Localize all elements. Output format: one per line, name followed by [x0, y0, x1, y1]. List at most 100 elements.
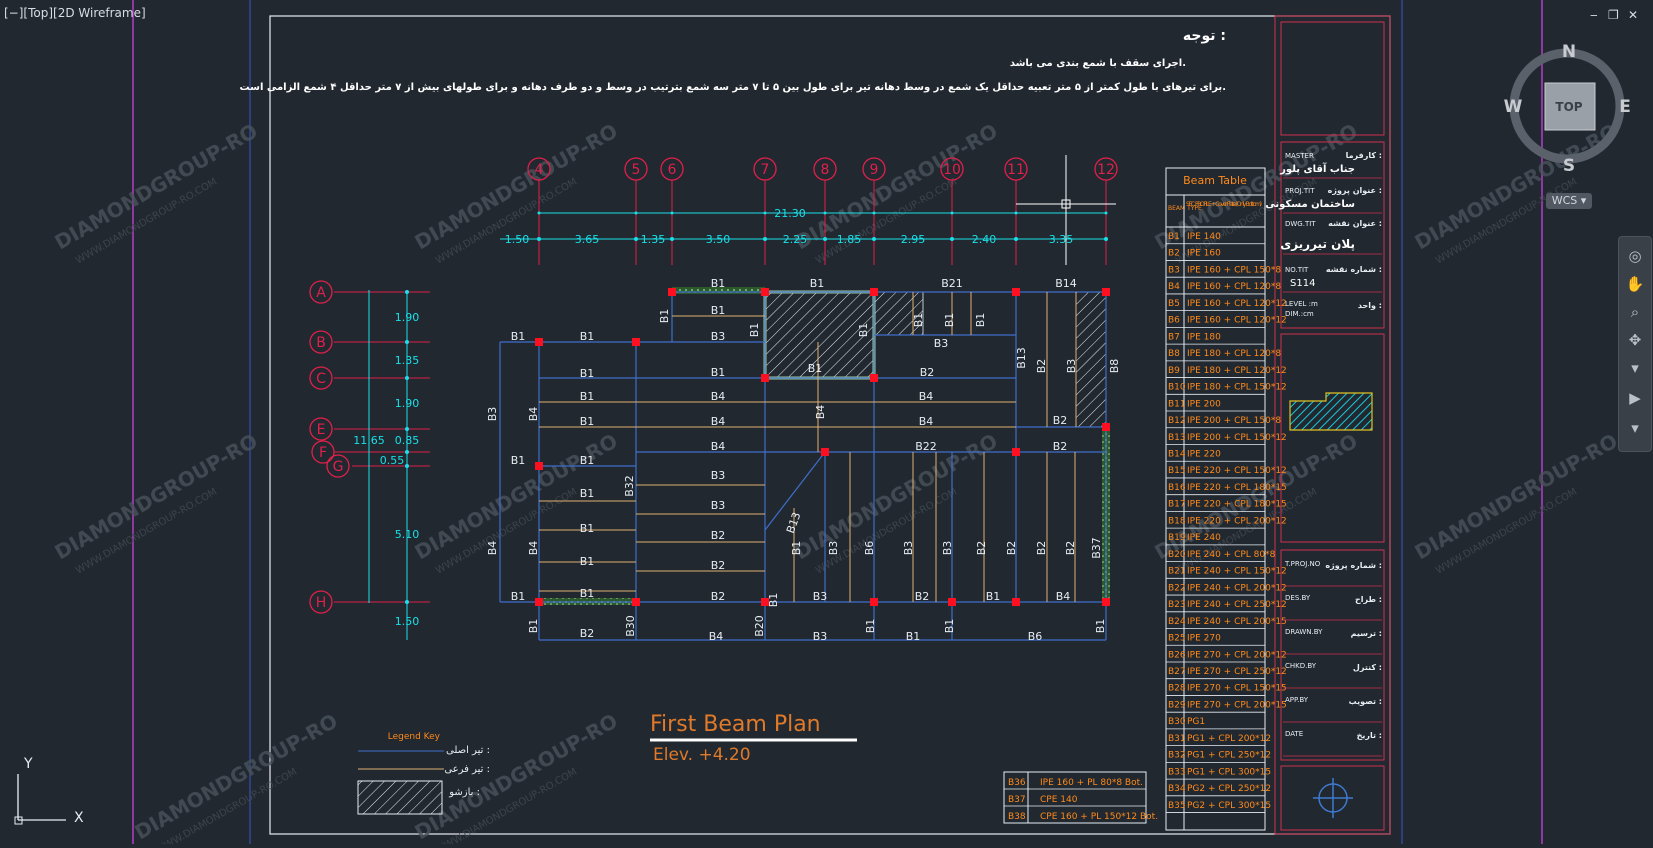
viewcube-north: N [1562, 42, 1576, 62]
beam-table-row-sec: IPE 160 + CPL 120*12 [1187, 299, 1287, 309]
main-beam [764, 451, 826, 531]
beam-label-b4: B4 [711, 415, 726, 428]
beam-table-row-sec: IPE 200 + CPL 150*8 [1187, 416, 1281, 426]
beam-label-b3: B3 [486, 407, 499, 422]
wcs-dropdown[interactable]: WCS ▾ [1546, 193, 1592, 209]
showmotion-icon[interactable]: ▶ [1629, 389, 1641, 407]
beam-label-b1: B1 [810, 277, 825, 290]
column-marker [1012, 288, 1020, 296]
beam-label-b1: B1 [912, 313, 925, 328]
viewcube-top-face[interactable] [1544, 82, 1596, 131]
dim-tick [763, 237, 767, 241]
beam-table-row-type: B34 [1168, 784, 1186, 794]
h-dim-text: 3.50 [706, 233, 731, 246]
extra-table-type: B38 [1008, 812, 1026, 822]
viewport-controls-label[interactable]: [−][Top][2D Wireframe] [4, 6, 146, 20]
sheet-field-label-fa: عنوان پروژه : [1328, 186, 1382, 195]
pan-icon[interactable]: ✋ [1625, 275, 1645, 293]
beam-table-row-sec: IPE 220 + CPL 180*15 [1187, 483, 1287, 493]
dim-tick [537, 237, 541, 241]
beam-label-b1: B1 [580, 522, 595, 535]
column-marker [1012, 598, 1020, 606]
beam-table-row-sec: IPE 160 + CPL 120*12 [1187, 316, 1287, 326]
axis-label-G: G [333, 459, 344, 475]
beam-table-row-type: B25 [1168, 634, 1186, 644]
beam-table-row-type: B2 [1168, 249, 1180, 259]
beam-table-row-type: B33 [1168, 767, 1186, 777]
beam-table-row-sec: IPE 180 + CPL 150*12 [1187, 383, 1287, 393]
dim-tick [670, 237, 674, 241]
navbar-more-icon[interactable]: ▾ [1631, 359, 1639, 377]
beam-label-b3: B3 [813, 590, 828, 603]
title-block-north-box [1280, 765, 1385, 831]
column-marker [761, 598, 769, 606]
dim-tick [670, 211, 674, 215]
sheet-field-value: S114 [1290, 278, 1315, 289]
beam-label-b1: B1 [808, 362, 823, 375]
legend-secondary-beam: تیر فرعی : [444, 764, 490, 775]
beam-label-b3: B3 [827, 541, 840, 556]
sheet-field-label: PROJ.TIT [1285, 187, 1315, 195]
restore-icon[interactable]: ❐ [1608, 8, 1619, 22]
beam-label-b4: B4 [814, 405, 827, 420]
extra-table-sec: IPE 160 + PL 80*8 Bot. [1040, 778, 1143, 788]
beam-table-row-sec: IPE 240 + CPL 250*12 [1187, 600, 1287, 610]
beam-table-row-type: B19 [1168, 533, 1186, 543]
viewcube-west: W [1504, 97, 1523, 117]
sheet-sign-label: APP.BY [1285, 696, 1309, 704]
beam-table-row-sec: IPE 240 + CPL 80*8 [1187, 550, 1276, 560]
ucs-origin [14, 816, 23, 825]
beam-table-row-type: B17 [1168, 500, 1186, 510]
beam-label-b1: B1 [974, 313, 987, 328]
beam-label-b1: B1 [767, 593, 780, 608]
v-dim-text: 1.90 [395, 397, 420, 410]
legend-title: Legend Key [388, 732, 441, 742]
viewcube-south: S [1563, 156, 1575, 176]
column-marker [1102, 288, 1110, 296]
beam-table-row-sec: IPE 180 [1187, 332, 1221, 342]
zoom-extents-icon[interactable]: ⌕ [1630, 303, 1640, 321]
beam-table-row-sec: IPE 240 + CPL 200*12 [1187, 583, 1287, 593]
axis-label-F: F [319, 445, 327, 461]
beam-label-b1: B1 [580, 330, 595, 343]
beam-label-b1: B1 [580, 454, 595, 467]
beam-label-b4: B4 [527, 541, 540, 556]
orbit-icon[interactable]: ✥ [1628, 331, 1642, 349]
close-icon[interactable]: ✕ [1628, 8, 1639, 22]
viewcube-compass-ring [1509, 48, 1625, 164]
beam-label-b4: B4 [486, 541, 499, 556]
ucs-y-label: Y [23, 756, 33, 772]
v-dim-text: 5.10 [395, 528, 420, 541]
beam-label-b1: B1 [711, 277, 726, 290]
v-total-dim-text: 11.65 [353, 434, 385, 447]
extra-table-sec: CPE 160 + PL 150*12 Bot. [1040, 812, 1158, 822]
sheet-sign-label-fa: طراح : [1355, 595, 1382, 604]
navbar-options-icon[interactable]: ▾ [1631, 419, 1639, 437]
axis-label-8: 8 [821, 162, 830, 178]
steering-wheel-icon[interactable]: ◎ [1628, 247, 1642, 265]
dim-tick [405, 450, 409, 454]
axis-label-E: E [317, 422, 326, 438]
column-marker [821, 448, 829, 456]
beam-label-b37: B37 [1090, 537, 1103, 559]
plan-title: First Beam Plan [650, 712, 821, 737]
column-marker [1012, 448, 1020, 456]
sheet-sign-label: DES.BY [1285, 594, 1311, 602]
beam-label-b2: B2 [1064, 541, 1077, 556]
minimize-icon[interactable]: ‒ [1590, 8, 1598, 22]
title-block-logo-box [1280, 21, 1385, 136]
column-marker [870, 288, 878, 296]
beam-label-b3: B3 [934, 337, 949, 350]
watermark-text: DIAMONDGROUP-RO [1411, 119, 1622, 255]
beam-table-row-type: B10 [1168, 383, 1186, 393]
beam-label-b1: B1 [748, 323, 761, 338]
beam-table-row-sec: IPE 270 [1187, 634, 1221, 644]
beam-table-row-sec: IPE 220 + CPL 150*12 [1187, 466, 1287, 476]
dim-tick [537, 211, 541, 215]
beam-table-row-sec: PG1 + CPL 250*12 [1187, 751, 1271, 761]
sheet-field-label: MASTER [1285, 152, 1314, 160]
beam-label-b2: B2 [1035, 541, 1048, 556]
axis-bubble-E [309, 417, 333, 441]
